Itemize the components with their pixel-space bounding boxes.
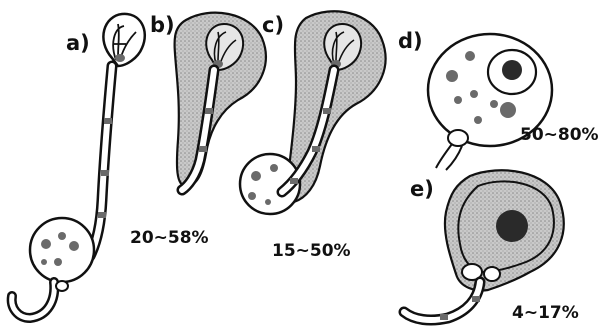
panel-c-label: c) [262, 13, 284, 37]
panel-a-top-structure [103, 14, 144, 66]
panel-a-body [30, 218, 94, 282]
panel-a-label: a) [66, 31, 90, 55]
panel-a-stalk [12, 281, 68, 318]
panel-b-percentage: 20~58% [130, 228, 209, 248]
panel-d: d) 50~80% [398, 29, 599, 170]
panel-e-stalk [404, 264, 500, 320]
panel-e-label: e) [410, 177, 434, 201]
panel-a-tube [90, 66, 112, 256]
panel-b: b) 20~58% [130, 13, 266, 248]
panel-b-label: b) [150, 13, 175, 37]
panel-d-label: d) [398, 29, 423, 53]
panel-e-percentage: 4~17% [512, 303, 579, 323]
panel-e: e) 4~17% [404, 170, 579, 323]
panel-d-nucleus [488, 50, 536, 94]
panel-c-percentage: 15~50% [272, 241, 351, 261]
panel-a: a) [12, 14, 145, 318]
panel-d-percentage: 50~80% [520, 125, 599, 145]
panel-d-stalk [436, 130, 468, 170]
panel-e-nucleus [496, 210, 528, 242]
